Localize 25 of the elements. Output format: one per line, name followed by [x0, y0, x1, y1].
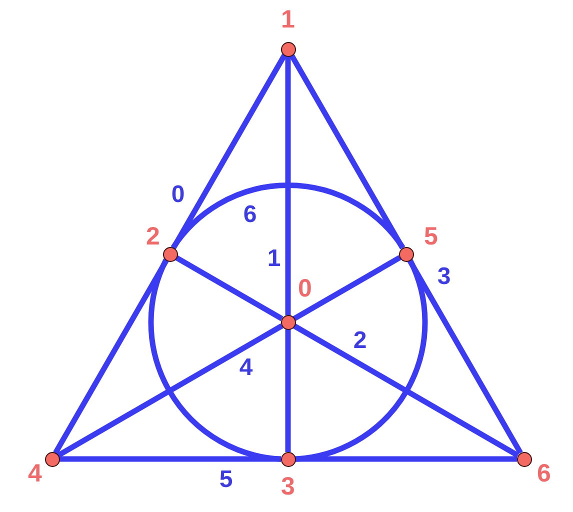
edge-label: 4 [239, 356, 253, 380]
edge-label: 0 [171, 183, 185, 207]
edge-label: 2 [353, 329, 367, 353]
point-label: 2 [146, 224, 160, 250]
edge-label: 6 [243, 203, 257, 227]
line-segment [292, 255, 402, 322]
circle-arc [148, 258, 282, 462]
line-segment [295, 456, 517, 462]
line-segment [174, 255, 284, 322]
edge-label: 3 [437, 265, 451, 289]
point-label: 1 [281, 8, 295, 32]
point-label: 6 [537, 462, 551, 486]
point-label: 0 [298, 276, 312, 302]
point-label: 3 [281, 474, 295, 500]
point-label: 4 [28, 462, 42, 486]
circle-arc [294, 258, 428, 462]
line-segment [285, 329, 291, 452]
circle-arc [170, 182, 406, 250]
line-segment [59, 456, 281, 462]
line-segment [285, 56, 291, 316]
edge-label: 5 [219, 468, 233, 492]
point-label: 5 [424, 224, 438, 250]
line-segment [292, 323, 520, 458]
line-segment [56, 323, 284, 458]
edge-label: 1 [267, 247, 281, 271]
